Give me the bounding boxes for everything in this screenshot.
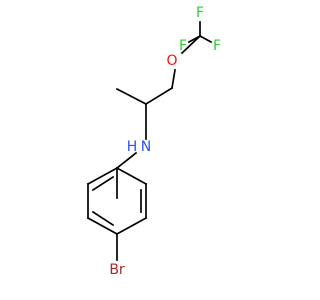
- bond-o-ch2: [171, 69, 176, 89]
- fluorine-left-label: F: [179, 38, 187, 54]
- oxygen-label: O: [166, 53, 177, 69]
- bromine-label: Br: [109, 262, 125, 278]
- bond-ch-ch3: [115, 87, 148, 106]
- hydrogen-label: H: [127, 139, 138, 155]
- bond-c-f-right: [198, 34, 213, 44]
- bond-c-o: [180, 34, 202, 55]
- ring-double-bond-3: [91, 175, 115, 192]
- bond-n-ch2: [115, 151, 138, 170]
- bonds: [86, 21, 213, 261]
- ring-bond-4: [86, 216, 119, 236]
- nitrogen-label: N: [141, 139, 151, 155]
- ring-bond-1: [115, 166, 148, 186]
- ring-double-bond-2: [91, 210, 115, 227]
- chemical-structure: F F F O N H Br: [86, 5, 221, 278]
- ring-bond-3: [115, 216, 148, 236]
- bond-ch2-ch: [144, 86, 174, 106]
- atom-labels: F F F O N H Br: [109, 5, 221, 278]
- fluorine-top-label: F: [196, 5, 204, 21]
- ring-bond-6: [86, 166, 119, 186]
- fluorine-right-label: F: [213, 38, 221, 54]
